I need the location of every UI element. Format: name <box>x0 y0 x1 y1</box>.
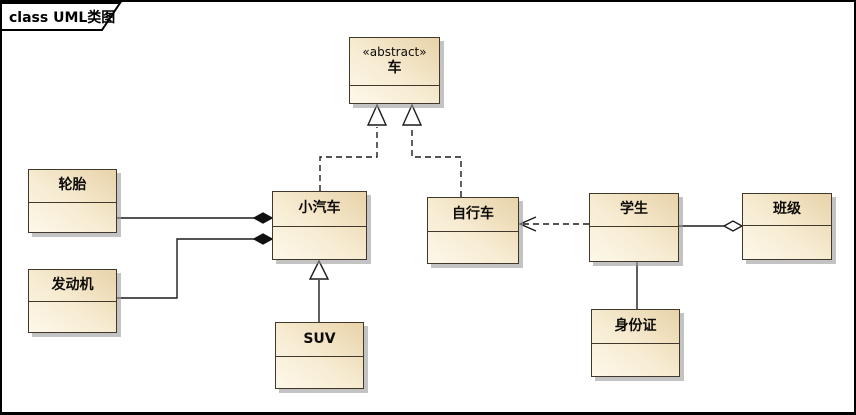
class-attributes-compartment <box>428 231 518 263</box>
class-name: 自行车 <box>452 205 494 222</box>
class-attributes-compartment <box>592 343 679 376</box>
class-name: 身份证 <box>614 317 657 334</box>
class-box-suv[interactable]: SUV <box>275 322 364 389</box>
frame-tab-shape <box>2 2 122 31</box>
class-name: 小汽车 <box>298 200 341 217</box>
class-name: 学生 <box>620 201 648 218</box>
class-box-bicycle[interactable]: 自行车 <box>427 197 519 264</box>
class-box-engine[interactable]: 发动机 <box>28 269 117 333</box>
connector-dependency-student-bicycle[interactable] <box>518 216 589 232</box>
class-attributes-compartment <box>29 202 116 232</box>
class-attributes-compartment <box>743 225 831 259</box>
class-attributes-compartment <box>350 85 439 103</box>
class-box-tire[interactable]: 轮胎 <box>28 169 117 233</box>
connector-generalization-suv-car[interactable] <box>308 259 330 322</box>
class-box-idcard[interactable]: 身份证 <box>591 309 680 377</box>
class-stereotype: «abstract» <box>362 45 427 60</box>
class-attributes-compartment <box>29 301 116 332</box>
class-box-classroom[interactable]: 班级 <box>742 193 832 260</box>
class-name: 车 <box>387 60 402 77</box>
diagram-title: class UML类图 <box>9 10 116 26</box>
class-name: SUV <box>303 330 336 347</box>
class-name: 发动机 <box>51 276 94 293</box>
connector-aggregation-student-classroom[interactable] <box>679 220 744 232</box>
class-name-area: «abstract» 车 <box>350 38 439 85</box>
class-box-student[interactable]: 学生 <box>589 193 679 262</box>
diagram-frame-tab: class UML类图 <box>2 2 132 36</box>
connector-composition-engine-car[interactable] <box>117 233 274 299</box>
class-name: 班级 <box>773 200 801 217</box>
class-box-vehicle[interactable]: «abstract» 车 <box>349 37 440 104</box>
class-attributes-compartment <box>273 226 366 259</box>
connector-realization-car-vehicle[interactable] <box>319 103 388 191</box>
connector-realization-bicycle-vehicle[interactable] <box>401 103 462 197</box>
class-name: 轮胎 <box>58 177 87 194</box>
connector-composition-tire-car[interactable] <box>117 212 274 224</box>
class-attributes-compartment <box>276 356 363 388</box>
class-attributes-compartment <box>590 226 678 261</box>
class-box-car[interactable]: 小汽车 <box>272 191 367 260</box>
